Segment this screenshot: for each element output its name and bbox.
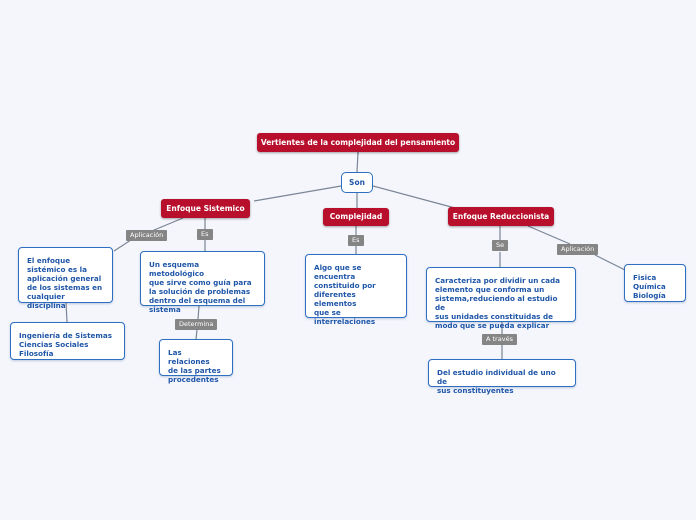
- esquema-metodologico-text: Un esquema metodológico que sirve como g…: [149, 260, 252, 314]
- line-determina-relaciones: [195, 329, 198, 340]
- enfoque-sistemico-node[interactable]: Enfoque Sistemico: [161, 199, 250, 218]
- tag-se-right: Se: [492, 240, 509, 251]
- root-label: Vertientes de la complejidad del pensami…: [260, 137, 456, 147]
- line-aplicacion-def: [113, 239, 132, 252]
- tag-determina: Determina: [175, 319, 218, 330]
- complejidad-node[interactable]: Complejidad: [323, 208, 389, 226]
- line-esquema-determina: [197, 305, 200, 320]
- complejidad-label: Complejidad: [329, 212, 383, 222]
- tag-aplicacion-right: Aplicación: [557, 244, 599, 255]
- line-reduccionista-aplicacion: [527, 225, 571, 245]
- line-root-son: [356, 151, 359, 173]
- caracteriza-text: Caracteriza por dividir un cada elemento…: [435, 276, 561, 330]
- root-node[interactable]: Vertientes de la complejidad del pensami…: [257, 133, 459, 152]
- estudio-individual-text: Del estudio individual de uno de sus con…: [437, 368, 556, 395]
- line-son-reduccionista: [372, 185, 456, 209]
- line-def-ciencias: [65, 302, 68, 323]
- enfoque-reduccionista-node[interactable]: Enfoque Reduccionista: [448, 207, 554, 226]
- enfoque-reduccionista-label: Enfoque Reduccionista: [452, 211, 550, 221]
- tag-es-left: Es: [197, 229, 213, 240]
- esquema-metodologico-box[interactable]: Un esquema metodológico que sirve como g…: [140, 251, 265, 314]
- enfoque-sistemico-definition-text: El enfoque sistémico es la aplicación ge…: [27, 256, 103, 310]
- ciencias-naturales-text: Fisica Química Biología: [633, 273, 666, 300]
- complejidad-definition-text: Algo que se encuentra constituido por di…: [314, 263, 376, 326]
- disciplinas-box[interactable]: Ingeniería de Sistemas Ciencias Sociales…: [10, 322, 125, 360]
- tag-aplicacion-left: Aplicación: [126, 230, 168, 241]
- disciplinas-text: Ingeniería de Sistemas Ciencias Sociales…: [19, 331, 112, 358]
- son-connector-node[interactable]: Son: [341, 172, 373, 193]
- line-aplicacion-fisica: [594, 254, 626, 271]
- enfoque-sistemico-definition[interactable]: El enfoque sistémico es la aplicación ge…: [18, 247, 113, 310]
- relaciones-text: Las relaciones de las partes procedentes: [168, 348, 221, 384]
- enfoque-sistemico-label: Enfoque Sistemico: [166, 203, 245, 213]
- estudio-individual-box[interactable]: Del estudio individual de uno de sus con…: [428, 359, 576, 395]
- line-son-sistemico: [253, 185, 342, 202]
- tag-a-traves: A través: [482, 334, 517, 345]
- complejidad-definition[interactable]: Algo que se encuentra constituido por di…: [305, 254, 407, 326]
- relaciones-box[interactable]: Las relaciones de las partes procedentes: [159, 339, 233, 384]
- tag-es-mid: Es: [348, 235, 364, 246]
- caracteriza-box[interactable]: Caracteriza por dividir un cada elemento…: [426, 267, 576, 330]
- ciencias-naturales-box[interactable]: Fisica Química Biología: [624, 264, 686, 302]
- son-label: Son: [349, 178, 365, 187]
